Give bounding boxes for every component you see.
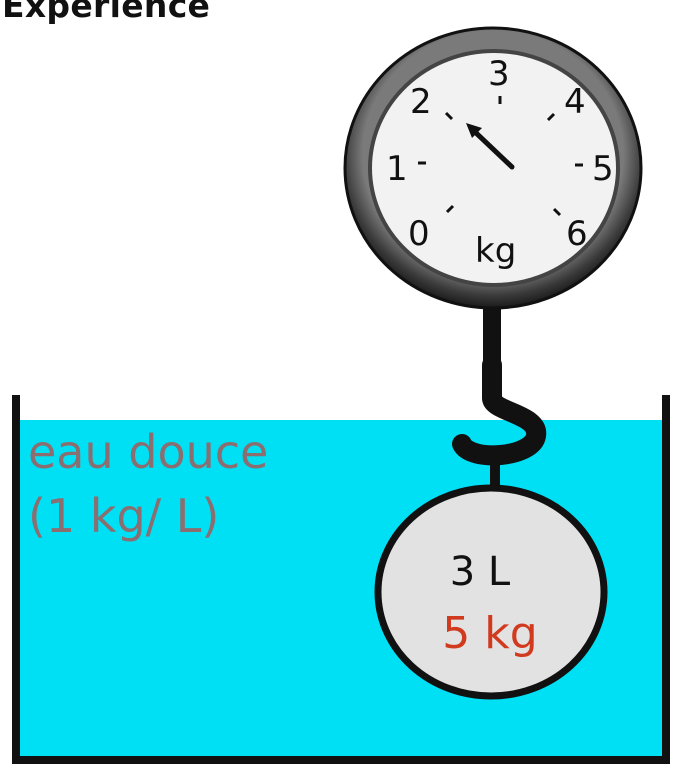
dial-ticks (418, 96, 583, 217)
dial-needle (466, 123, 515, 170)
dial-number-1: 1 (386, 149, 408, 189)
dial-number-4: 4 (564, 82, 586, 122)
scale-rod (483, 300, 501, 370)
weight-mass: 5 kg (442, 608, 537, 659)
dial-number-5: 5 (592, 149, 614, 189)
dial-number-3: 3 (488, 54, 510, 94)
dial-number-2: 2 (410, 82, 432, 122)
scale-face (368, 49, 620, 287)
dial-unit: kg (475, 231, 516, 271)
tank (12, 395, 670, 764)
hook-icon (452, 355, 547, 466)
title: Experience (2, 0, 211, 25)
weight-volume: 3 L (450, 549, 511, 595)
tank-label-line1: eau douce (28, 425, 268, 479)
weight-ball (374, 484, 608, 700)
hook-connector (490, 448, 500, 494)
dial-number-0: 0 (408, 214, 430, 254)
dial-number-6: 6 (566, 214, 588, 254)
tank-label-line2: (1 kg/ L) (28, 489, 219, 543)
